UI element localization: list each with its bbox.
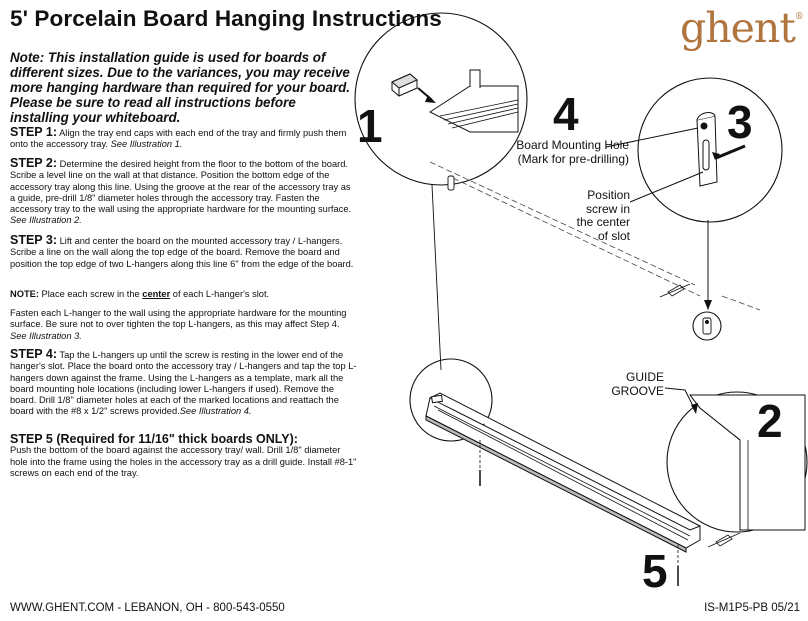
installation-note: Note: This installation guide is used fo… bbox=[10, 50, 351, 125]
step-1-heading: STEP 1: bbox=[10, 125, 58, 139]
guide-groove-label: GUIDE GROOVE bbox=[600, 370, 664, 398]
step-2-ref: See Illustration 2. bbox=[10, 215, 82, 226]
position-screw-label: Position screw in the center of slot bbox=[560, 188, 630, 243]
position-line-4: of slot bbox=[597, 228, 630, 243]
step-2-heading: STEP 2: bbox=[10, 156, 58, 170]
illustration-number-5: 5 bbox=[642, 545, 668, 597]
step-1: STEP 1: Align the tray end caps with eac… bbox=[10, 125, 358, 151]
small-hanger bbox=[702, 317, 712, 335]
pencil-mark-icon bbox=[659, 283, 691, 298]
step-1-ref: See Illustration 1. bbox=[110, 139, 183, 150]
illustration-1-circle bbox=[354, 12, 528, 186]
fasten-ref: See Illustration 3. bbox=[10, 330, 82, 341]
step-3-heading: STEP 3: bbox=[10, 233, 58, 247]
position-line-2: screw in bbox=[585, 201, 630, 216]
step-3-text: Lift and center the board on the mounted… bbox=[10, 236, 354, 269]
note-emphasis: center bbox=[142, 289, 171, 299]
step-5-text: Push the bottom of the board against the… bbox=[10, 445, 357, 478]
board-hole-leader bbox=[605, 127, 699, 148]
step-3-fasten: Fasten each L-hanger to the wall using t… bbox=[10, 308, 358, 342]
screw-guide-lines bbox=[479, 440, 679, 566]
wall-mark-top bbox=[447, 175, 455, 191]
note-prefix: NOTE: bbox=[10, 289, 39, 299]
tray-end-detail-circle bbox=[409, 358, 493, 442]
screw-shaft bbox=[715, 144, 746, 160]
illustration-number-4: 4 bbox=[553, 88, 579, 140]
board-mounting-hole-label: Board Mounting Hole (Mark for pre-drilli… bbox=[509, 138, 629, 166]
accessory-tray-end-drawing bbox=[428, 69, 519, 133]
position-line-3: the center bbox=[576, 215, 630, 229]
position-line-1: Position bbox=[587, 188, 630, 202]
guide-line-1: GUIDE bbox=[625, 370, 664, 384]
illustration-number-3: 3 bbox=[727, 96, 753, 148]
pencil-mark-icon-2 bbox=[707, 532, 741, 548]
step-2: STEP 2: Determine the desired height fro… bbox=[10, 156, 358, 227]
guide-groove-drawing bbox=[688, 394, 806, 531]
registered-mark: ® bbox=[794, 12, 804, 22]
connector-line-1 bbox=[431, 184, 442, 371]
note-text-1: Place each screw in the bbox=[38, 289, 143, 299]
footer-doc-id: IS-M1P5-PB 05/21 bbox=[704, 602, 800, 614]
page-title: 5' Porcelain Board Hanging Instructions bbox=[10, 6, 442, 31]
step-1-text: Align the tray end caps with each end of… bbox=[10, 128, 347, 150]
end-cap-drawing bbox=[391, 73, 418, 97]
step-4-ref: See Illustration 4. bbox=[179, 406, 252, 417]
guide-groove-leader bbox=[664, 387, 696, 411]
hanger-detail-circle bbox=[692, 311, 722, 341]
illustration-number-2: 2 bbox=[757, 395, 783, 447]
position-screw-leader bbox=[629, 171, 704, 203]
note-text-2: of each L-hanger's slot. bbox=[170, 289, 270, 299]
guide-groove-arrow bbox=[691, 403, 698, 414]
step-5: STEP 5 (Required for 11/16" thick boards… bbox=[10, 432, 358, 479]
logo-text: ghent bbox=[680, 4, 796, 52]
ghent-logo: ghent® bbox=[680, 4, 804, 52]
guide-line-2: GROOVE bbox=[611, 383, 664, 398]
tray-screws bbox=[479, 470, 679, 586]
board-mounting-hole-line-1: Board Mounting Hole bbox=[516, 138, 629, 152]
illustration-number-1: 1 bbox=[357, 100, 383, 152]
step-3-note: NOTE: Place each screw in the center of … bbox=[10, 289, 358, 300]
step-4: STEP 4: Tap the L-hangers up until the s… bbox=[10, 347, 358, 418]
tray-end-cap-small bbox=[431, 394, 443, 404]
long-accessory-tray bbox=[425, 392, 701, 553]
step-2-text: Determine the desired height from the fl… bbox=[10, 159, 352, 215]
l-hanger-drawing bbox=[696, 112, 718, 187]
arrow-head bbox=[425, 95, 436, 103]
fasten-text: Fasten each L-hanger to the wall using t… bbox=[10, 308, 347, 330]
board-mounting-hole-line-2: (Mark for pre-drilling) bbox=[517, 151, 629, 166]
illustration-3-circle bbox=[637, 77, 783, 223]
step-4-text: Tap the L-hangers up until the screw is … bbox=[10, 350, 357, 417]
illustration-2-circle bbox=[666, 391, 808, 533]
step-3: STEP 3: Lift and center the board on the… bbox=[10, 233, 358, 270]
step-5-heading: STEP 5 (Required for 11/16" thick boards… bbox=[10, 432, 298, 446]
hanger-arrow bbox=[704, 300, 712, 310]
screw-head bbox=[712, 152, 720, 160]
step-4-heading: STEP 4: bbox=[10, 347, 58, 361]
footer-contact: WWW.GHENT.COM - LEBANON, OH - 800-543-05… bbox=[10, 602, 285, 614]
